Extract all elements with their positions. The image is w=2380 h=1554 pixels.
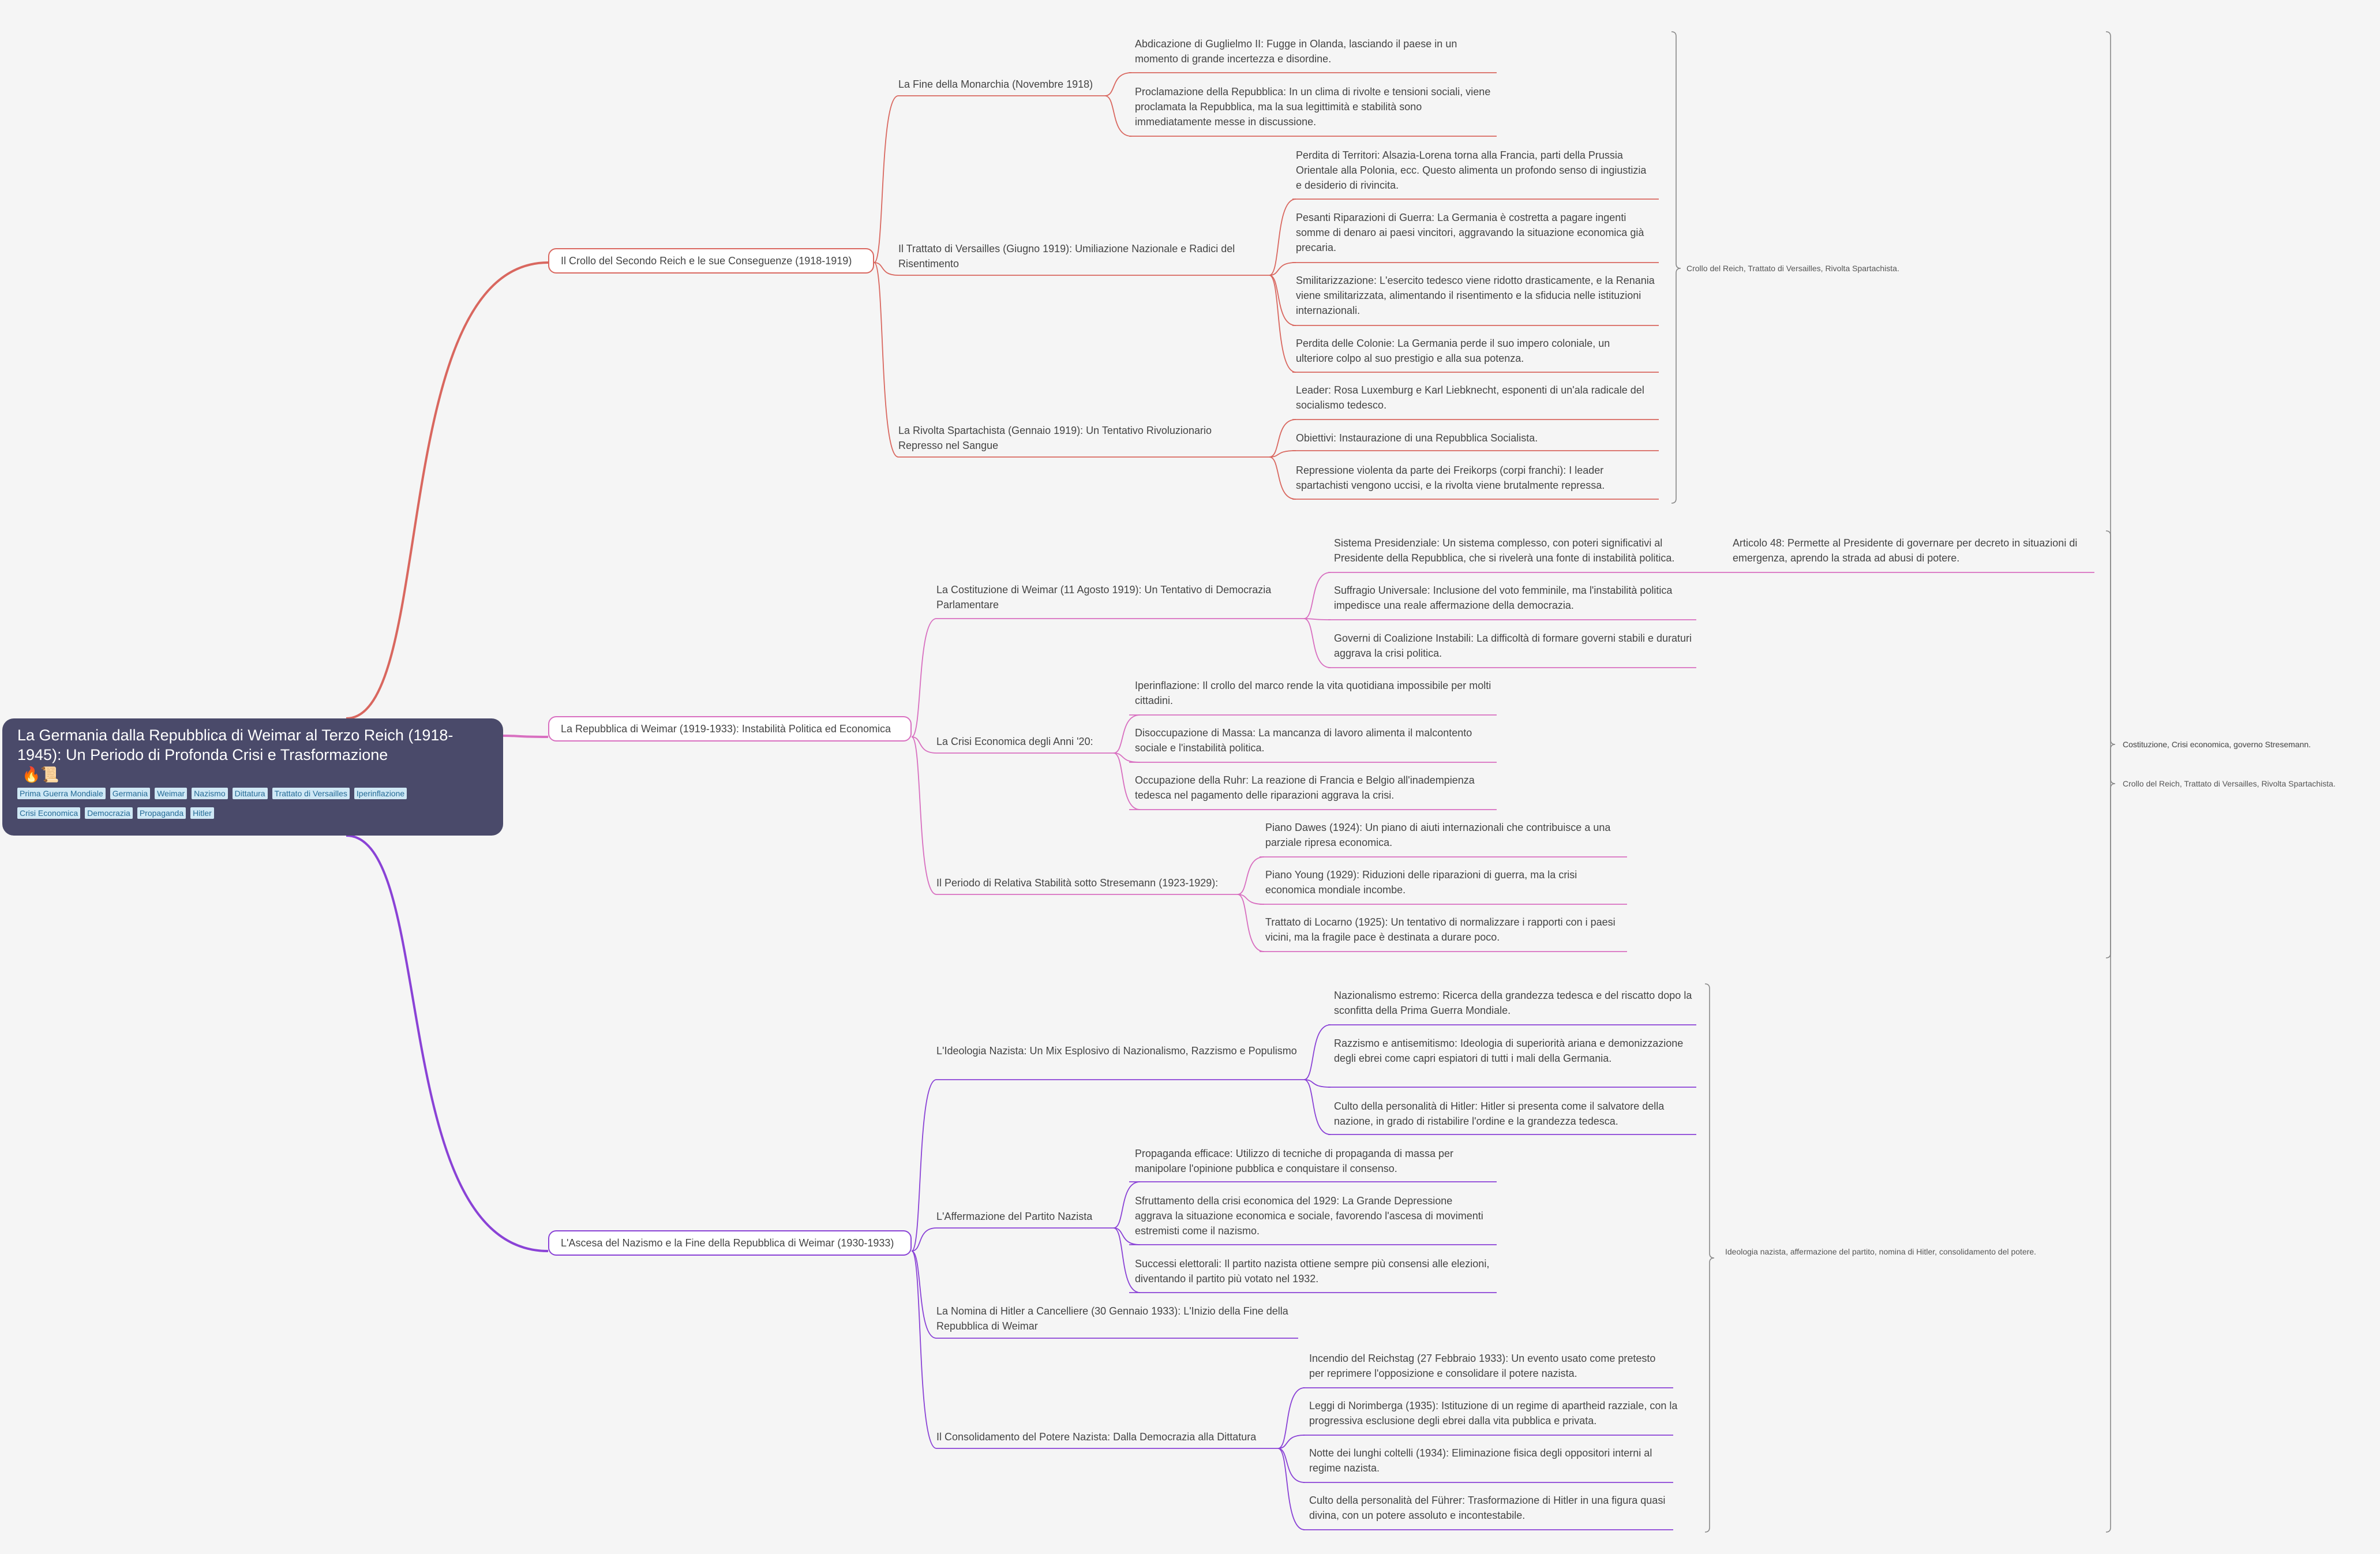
tag[interactable]: Prima Guerra Mondiale xyxy=(17,788,106,799)
tag[interactable]: Trattato di Versailles xyxy=(272,788,350,799)
branch-topic-nazismo[interactable]: L'Ascesa del Nazismo e la Fine della Rep… xyxy=(548,1230,912,1256)
subtopic-crisi-economica[interactable]: La Crisi Economica degli Anni '20: xyxy=(936,736,1093,747)
leaf-node[interactable]: Incendio del Reichstag (27 Febbraio 1933… xyxy=(1309,1353,1656,1379)
leaf-node[interactable]: Disoccupazione di Massa: La mancanza di … xyxy=(1135,727,1472,754)
leaf-node[interactable]: Sfruttamento della crisi economica del 1… xyxy=(1135,1195,1483,1237)
tag[interactable]: Weimar xyxy=(155,788,188,799)
tag[interactable]: Democrazia xyxy=(85,807,133,819)
branch-topic-weimar[interactable]: La Repubblica di Weimar (1919-1933): Ins… xyxy=(548,716,912,742)
leaf-node[interactable]: Successi elettorali: Il partito nazista … xyxy=(1135,1258,1490,1285)
tag[interactable]: Hitler xyxy=(190,807,214,819)
leaf-node[interactable]: Trattato di Locarno (1925): Un tentativo… xyxy=(1265,916,1616,943)
branch-topic-crollo[interactable]: Il Crollo del Secondo Reich e le sue Con… xyxy=(548,248,874,274)
leaf-node[interactable]: Razzismo e antisemitismo: Ideologia di s… xyxy=(1334,1038,1684,1064)
tag[interactable]: Propaganda xyxy=(137,807,186,819)
summary-label[interactable]: Crollo del Reich, Trattato di Versailles… xyxy=(1686,264,1899,273)
leaf-node[interactable]: Suffragio Universale: Inclusione del vot… xyxy=(1334,585,1673,611)
leaf-node[interactable]: Piano Dawes (1924): Un piano di aiuti in… xyxy=(1265,822,1611,848)
subtopic-affermazione[interactable]: L'Affermazione del Partito Nazista xyxy=(936,1211,1093,1222)
subtopic-spartachista[interactable]: La Rivolta Spartachista (Gennaio 1919): … xyxy=(898,425,1212,451)
leaf-node[interactable]: Notte dei lunghi coltelli (1934): Elimin… xyxy=(1309,1447,1652,1474)
leaf-node[interactable]: Proclamazione della Repubblica: In un cl… xyxy=(1135,86,1491,128)
leaf-node[interactable]: Culto della personalità di Hitler: Hitle… xyxy=(1334,1100,1665,1127)
subtopic-nomina-hitler[interactable]: La Nomina di Hitler a Cancelliere (30 Ge… xyxy=(936,1305,1288,1332)
subtopic-consolidamento[interactable]: Il Consolidamento del Potere Nazista: Da… xyxy=(936,1431,1257,1443)
summary-label[interactable]: Costituzione, Crisi economica, governo S… xyxy=(2123,740,2311,749)
leaf-node[interactable]: Articolo 48: Permette al Presidente di g… xyxy=(1733,537,2078,564)
subtopic-fine-monarchia[interactable]: La Fine della Monarchia (Novembre 1918) xyxy=(898,78,1093,90)
leaf-node[interactable]: Smilitarizzazione: L'esercito tedesco vi… xyxy=(1296,275,1655,316)
leaf-node[interactable]: Obiettivi: Instaurazione di una Repubbli… xyxy=(1296,432,1538,444)
root-title: La Germania dalla Repubblica di Weimar a… xyxy=(17,727,453,763)
tag[interactable]: Nazismo xyxy=(192,788,228,799)
tag[interactable]: Dittatura xyxy=(232,788,268,799)
leaf-node[interactable]: Iperinflazione: Il crollo del marco rend… xyxy=(1135,680,1491,706)
leaf-node[interactable]: Abdicazione di Guglielmo II: Fugge in Ol… xyxy=(1135,38,1457,65)
leaf-node[interactable]: Leader: Rosa Luxemburg e Karl Liebknecht… xyxy=(1296,384,1644,411)
subtopic-stresemann[interactable]: Il Periodo di Relativa Stabilità sotto S… xyxy=(936,877,1219,889)
fire-scroll-icon: 🔥📜 xyxy=(22,766,59,783)
tag[interactable]: Crisi Economica xyxy=(17,807,81,819)
summary-label[interactable]: Crollo del Reich, Trattato di Versailles… xyxy=(2123,779,2336,788)
leaf-node[interactable]: Occupazione della Ruhr: La reazione di F… xyxy=(1135,774,1475,801)
leaf-node[interactable]: Nazionalismo estremo: Ricerca della gran… xyxy=(1334,990,1692,1016)
leaf-node[interactable]: Propaganda efficace: Utilizzo di tecnich… xyxy=(1135,1148,1454,1174)
leaf-node[interactable]: Culto della personalità del Führer: Tras… xyxy=(1309,1495,1666,1521)
leaf-node[interactable]: Governi di Coalizione Instabili: La diff… xyxy=(1334,632,1692,659)
leaf-node[interactable]: Perdita di Territori: Alsazia-Lorena tor… xyxy=(1296,149,1647,191)
leaf-node[interactable]: Sistema Presidenziale: Un sistema comple… xyxy=(1334,537,1675,564)
leaf-node[interactable]: Repressione violenta da parte dei Freiko… xyxy=(1296,465,1605,491)
subtopic-costituzione[interactable]: La Costituzione di Weimar (11 Agosto 191… xyxy=(936,584,1272,611)
tag-list: Prima Guerra Mondiale Germania Weimar Na… xyxy=(17,788,438,819)
leaf-node[interactable]: Pesanti Riparazioni di Guerra: La German… xyxy=(1296,212,1644,253)
leaf-node[interactable]: Piano Young (1929): Riduzioni delle ripa… xyxy=(1265,869,1577,896)
leaf-node[interactable]: Perdita delle Colonie: La Germania perde… xyxy=(1296,338,1610,364)
tag[interactable]: Iperinflazione xyxy=(354,788,407,799)
leaf-node[interactable]: Leggi di Norimberga (1935): Istituzione … xyxy=(1309,1400,1678,1426)
root-topic[interactable]: La Germania dalla Repubblica di Weimar a… xyxy=(2,718,503,836)
tag[interactable]: Germania xyxy=(110,788,151,799)
subtopic-versailles[interactable]: Il Trattato di Versailles (Giugno 1919):… xyxy=(898,243,1235,269)
summary-label[interactable]: Costituzione, Crisi economica, governo S… xyxy=(2123,740,2311,749)
subtopic-ideologia[interactable]: L'Ideologia Nazista: Un Mix Esplosivo di… xyxy=(936,1045,1297,1057)
summary-label[interactable]: Ideologia nazista, affermazione del part… xyxy=(1725,1247,2037,1256)
